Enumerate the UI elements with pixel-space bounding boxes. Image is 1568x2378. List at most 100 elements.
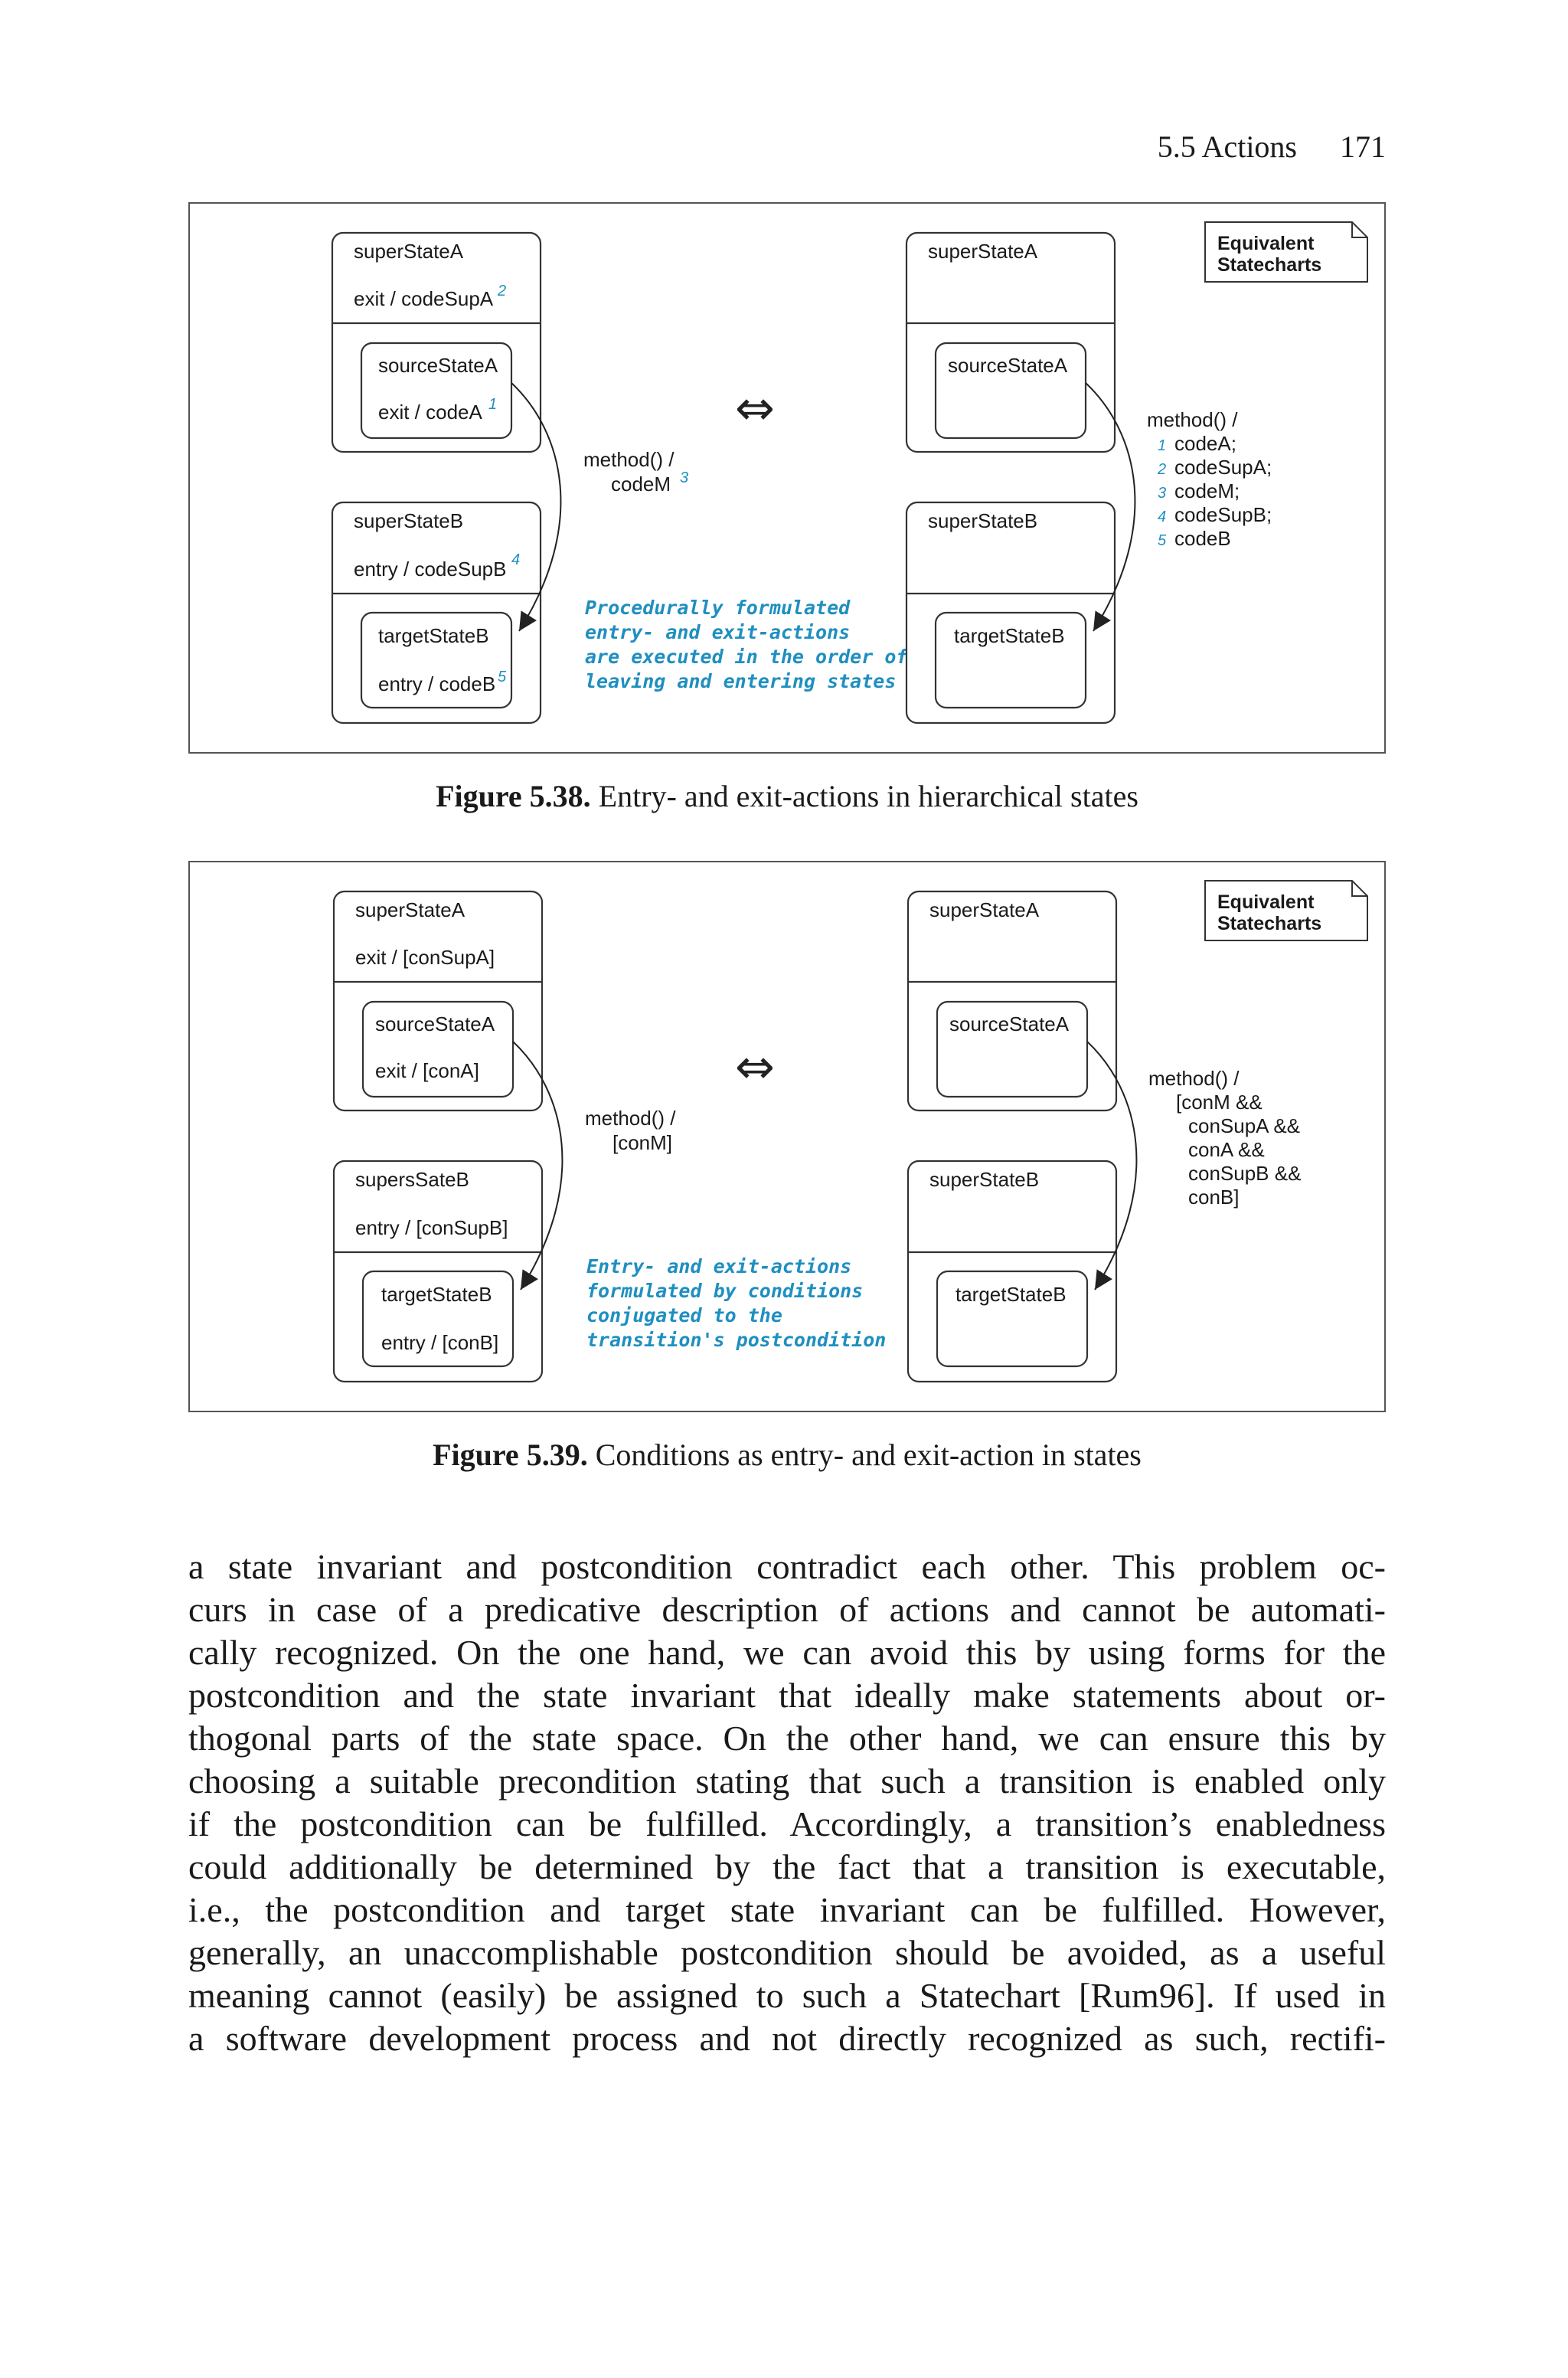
caption-label: Figure 5.39. — [433, 1438, 588, 1472]
body-line: if the postcondition can be fulfilled. A… — [188, 1804, 1386, 1843]
right-transition-label: method() / [conM && conSupA && conA && c… — [1148, 1067, 1301, 1209]
order-number: 5 — [498, 669, 507, 685]
state-action: entry / codeSupB — [354, 558, 506, 581]
caption-label: Figure 5.38. — [436, 779, 591, 813]
state-title: sourceStateA — [949, 1012, 1070, 1035]
body-line: i.e., the postcondition and target state… — [188, 1890, 1386, 1929]
label-line: codeA; — [1174, 432, 1236, 455]
body-line: could additionally be determined by the … — [188, 1847, 1386, 1886]
left-target-state-b: targetStateB entry / [conB] — [361, 1270, 514, 1368]
state-title: sourceStateA — [375, 1012, 495, 1035]
right-target-state-b: targetStateB — [934, 611, 1087, 709]
caption-text: Conditions as entry- and exit-action in … — [587, 1438, 1142, 1472]
state-title: sourceStateA — [378, 354, 498, 377]
annotation-line: conjugated to the — [586, 1304, 782, 1326]
state-title: targetStateB — [381, 1283, 492, 1306]
state-title: superStateB — [929, 1168, 1039, 1191]
transition-label: method() / — [583, 448, 675, 471]
body-line: choosing a suitable precondition stating… — [188, 1761, 1386, 1801]
label-line: codeSupA; — [1174, 456, 1272, 479]
label-line: method() / — [1148, 1067, 1240, 1090]
state-title: superStateA — [929, 898, 1040, 921]
label-line: codeM; — [1174, 479, 1240, 502]
order-number: 4 — [1158, 509, 1166, 525]
right-source-state-a: sourceStateA — [934, 342, 1087, 440]
left-target-state-b: targetStateB entry / codeB 5 — [360, 611, 513, 709]
left-source-state-a: sourceStateA exit / [conA] — [361, 1000, 514, 1098]
state-title: targetStateB — [954, 624, 1065, 647]
body-line: cally recognized. On the one hand, we ca… — [188, 1633, 1386, 1672]
order-number: 1 — [1158, 437, 1166, 454]
label-line: [conM && — [1176, 1091, 1263, 1114]
state-title: superStateB — [354, 509, 463, 532]
section-title: 5.5 Actions — [1157, 129, 1297, 164]
left-source-state-a: sourceStateA exit / codeA 1 — [360, 342, 513, 440]
state-action: exit / codeSupA — [354, 287, 494, 310]
order-number: 3 — [1158, 485, 1166, 502]
annotation-line: transition's postcondition — [586, 1329, 886, 1351]
note-line: Statecharts — [1217, 913, 1321, 934]
blue-annotation: Procedurally formulated entry- and exit-… — [585, 597, 908, 692]
annotation-line: are executed in the order of — [585, 646, 908, 668]
state-action: entry / codeB — [378, 672, 495, 695]
figure-5-39: superStateA exit / [conSupA] sourceState… — [188, 861, 1386, 1412]
state-title: sourceStateA — [948, 354, 1068, 377]
order-number: 4 — [511, 551, 520, 568]
figure-caption-5-39: Figure 5.39. Conditions as entry- and ex… — [188, 1437, 1386, 1473]
order-number: 5 — [1158, 532, 1167, 549]
transition-label: method() / — [585, 1107, 676, 1130]
body-line: meaning cannot (easily) be assigned to s… — [188, 1976, 1386, 2015]
order-number: 3 — [680, 469, 688, 486]
order-number: 1 — [488, 396, 497, 413]
state-title: superStateA — [354, 240, 464, 263]
transition-arrow — [1086, 1041, 1138, 1290]
note-line: Equivalent — [1217, 233, 1315, 254]
figure-5-38: superStateA exit / codeSupA 2 sourceStat… — [188, 202, 1386, 754]
state-title: superStateA — [355, 898, 466, 921]
equivalence-symbol: ⇔ — [735, 380, 775, 436]
annotation-line: leaving and entering states — [585, 670, 896, 692]
right-transition-label: method() / 1 codeA; 2 codeSupA; 3 codeM;… — [1147, 408, 1272, 550]
equivalent-statecharts-note: Equivalent Statecharts — [1204, 221, 1368, 283]
state-action: entry / [conSupB] — [355, 1216, 508, 1239]
body-line: a software development process and not d… — [188, 2019, 1386, 2058]
label-line: conB] — [1188, 1186, 1240, 1209]
state-title: superStateA — [928, 240, 1038, 263]
annotation-line: entry- and exit-actions — [585, 621, 850, 643]
order-number: 2 — [1157, 461, 1166, 478]
body-paragraph: a state invariant and postcondition cont… — [188, 1546, 1386, 2060]
annotation-line: Entry- and exit-actions — [586, 1255, 851, 1277]
right-source-state-a: sourceStateA — [936, 1000, 1089, 1098]
label-line: conA && — [1188, 1138, 1265, 1161]
body-line: curs in case of a predicative descriptio… — [188, 1590, 1386, 1629]
order-number: 2 — [497, 283, 506, 299]
label-head: method() / — [1147, 408, 1238, 431]
label-line: codeB — [1174, 527, 1231, 550]
transition-arrow — [512, 1041, 564, 1290]
state-title: targetStateB — [956, 1283, 1067, 1306]
transition-label: codeM — [611, 473, 671, 496]
label-line: codeSupB; — [1174, 503, 1272, 526]
caption-text: Entry- and exit-actions in hierarchical … — [590, 779, 1138, 813]
note-line: Equivalent — [1217, 891, 1315, 913]
equivalence-symbol: ⇔ — [735, 1039, 775, 1094]
transition-arrow — [511, 382, 562, 632]
body-line: postcondition and the state invariant th… — [188, 1676, 1386, 1715]
transition-arrow — [1085, 382, 1136, 632]
label-line: conSupA && — [1188, 1114, 1300, 1137]
label-line: conSupB && — [1188, 1162, 1301, 1185]
body-line: a state invariant and postcondition cont… — [188, 1547, 1386, 1586]
body-line: thogonal parts of the state space. On th… — [188, 1719, 1386, 1758]
blue-annotation: Entry- and exit-actions formulated by co… — [586, 1255, 886, 1351]
annotation-line: formulated by conditions — [586, 1280, 863, 1302]
annotation-line: Procedurally formulated — [585, 597, 851, 619]
right-target-state-b: targetStateB — [936, 1270, 1089, 1368]
page-number: 171 — [1340, 129, 1386, 164]
state-title: superStateB — [928, 509, 1037, 532]
body-line: generally, an unaccomplishable postcondi… — [188, 1933, 1386, 1972]
equivalent-statecharts-note: Equivalent Statecharts — [1204, 880, 1368, 941]
figure-caption-5-38: Figure 5.38. Entry- and exit-actions in … — [188, 778, 1386, 814]
state-title: supersSateB — [355, 1168, 469, 1191]
state-title: targetStateB — [378, 624, 489, 647]
state-action: exit / codeA — [378, 401, 483, 424]
